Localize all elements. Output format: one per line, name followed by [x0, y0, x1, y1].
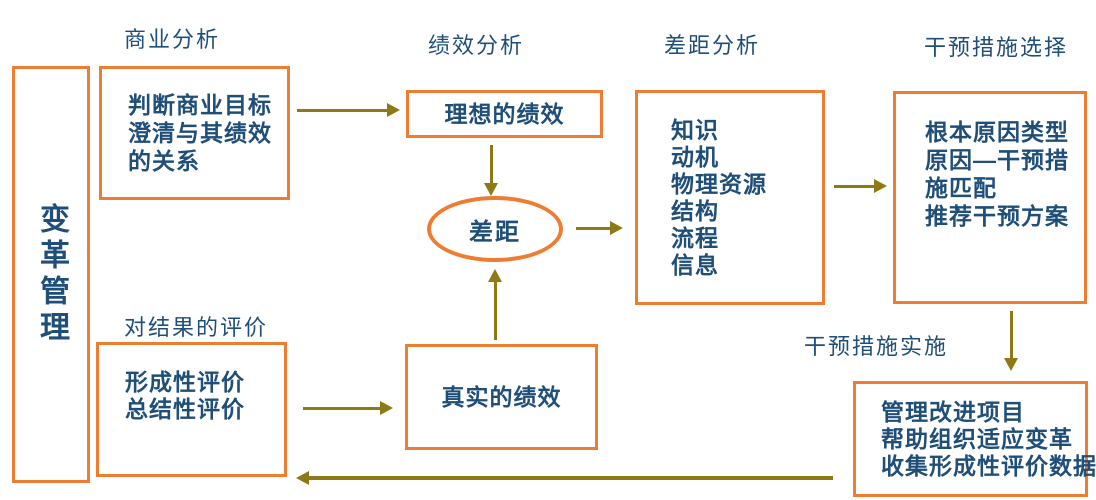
- management-improvement-line: 收集形成性评价数据: [881, 452, 1096, 479]
- root-cause-line: 推荐干预方案: [925, 203, 1069, 229]
- gap-factor-line: 物理资源: [671, 170, 767, 197]
- gap-text: 差距: [469, 218, 521, 246]
- gap-factor-line: 动机: [671, 143, 719, 170]
- label-result-evaluation: 对结果的评价: [124, 315, 269, 340]
- node-gap-ellipse: 差距: [427, 196, 563, 262]
- management-improvement-line: 帮助组织适应变革: [881, 425, 1073, 452]
- node-root-cause: 根本原因类型 原因—干预措 施匹配 推荐干预方案: [893, 91, 1087, 304]
- management-improvement-line: 管理改进项目: [881, 398, 1025, 425]
- label-intervention-implementation: 干预措施实施: [804, 334, 949, 359]
- business-goal-line: 澄清与其绩效: [128, 120, 272, 146]
- actual-performance-text: 真实的绩效: [441, 384, 562, 410]
- label-performance-analysis: 绩效分析: [428, 33, 525, 58]
- node-actual-performance: 真实的绩效: [405, 344, 598, 450]
- label-gap-analysis: 差距分析: [664, 33, 761, 58]
- evaluation-line: 形成性评价: [125, 369, 245, 395]
- evaluation-line: 总结性评价: [125, 396, 245, 422]
- ideal-performance-text: 理想的绩效: [444, 101, 565, 127]
- node-business-goal: 判断商业目标 澄清与其绩效 的关系: [99, 66, 290, 200]
- business-goal-line: 的关系: [128, 148, 200, 174]
- node-evaluation: 形成性评价 总结性评价: [96, 342, 287, 477]
- root-cause-line: 根本原因类型: [925, 119, 1069, 145]
- label-intervention-selection: 干预措施选择: [924, 35, 1069, 60]
- node-change-management: 变革管理: [12, 66, 90, 483]
- change-management-text: 变革管理: [35, 202, 68, 347]
- root-cause-line: 施匹配: [925, 175, 997, 201]
- gap-factor-line: 知识: [671, 116, 719, 143]
- node-management-improvement: 管理改进项目 帮助组织适应变革 收集形成性评价数据: [853, 381, 1096, 497]
- gap-factor-line: 流程: [671, 224, 719, 251]
- node-gap-factors: 知识 动机 物理资源 结构 流程 信息: [635, 90, 825, 305]
- gap-factor-line: 信息: [671, 251, 719, 278]
- business-goal-line: 判断商业目标: [128, 92, 272, 118]
- gap-factor-line: 结构: [671, 197, 719, 224]
- label-business-analysis: 商业分析: [124, 27, 221, 52]
- root-cause-line: 原因—干预措: [925, 147, 1069, 173]
- node-ideal-performance: 理想的绩效: [406, 90, 603, 138]
